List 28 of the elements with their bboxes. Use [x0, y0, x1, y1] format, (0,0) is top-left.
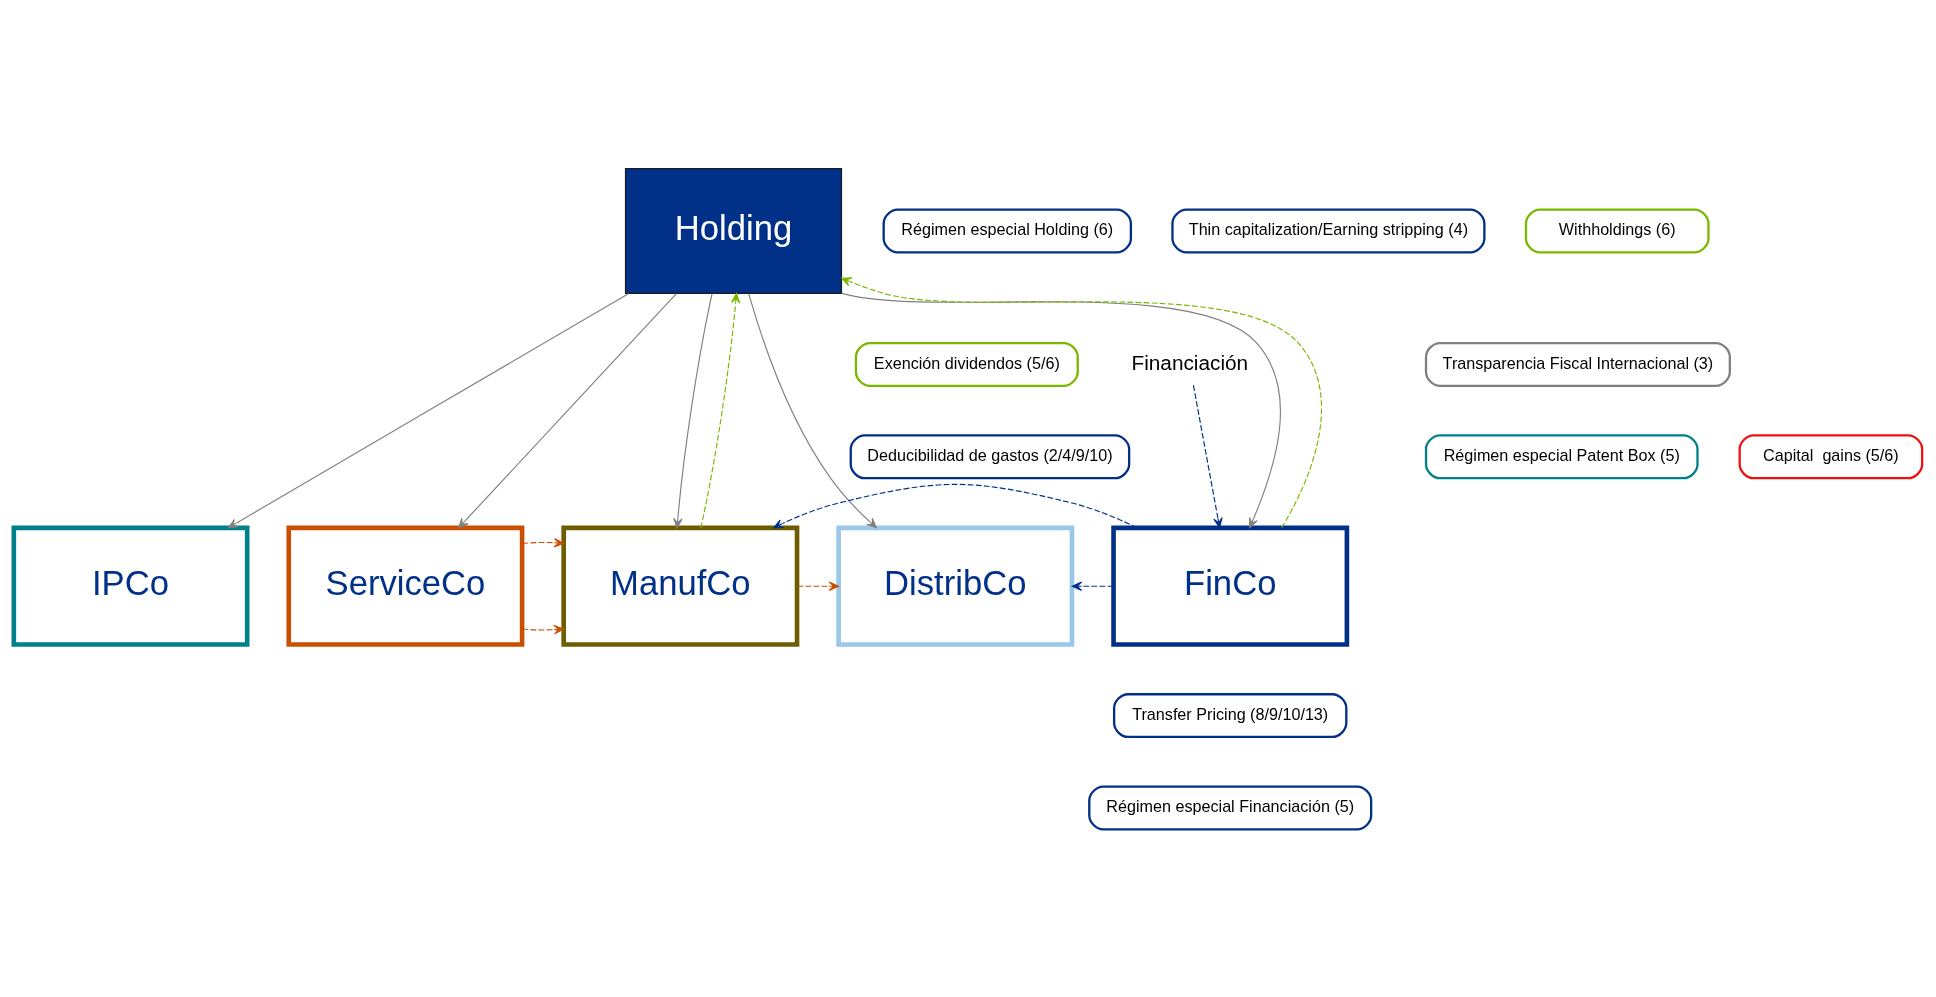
node-box: Exención dividendos (5/6) [854, 341, 1079, 387]
node-box: Transparencia Fiscal Internacional (3) [1424, 341, 1731, 387]
node-box: DistribCo [836, 525, 1075, 647]
arrow [796, 580, 840, 591]
node-box: ServiceCo [286, 525, 525, 647]
node-box: IPCo [11, 525, 250, 647]
arrow [458, 292, 677, 528]
arrow [748, 292, 877, 528]
node-box: FinCo [1111, 525, 1350, 647]
node-box: Régimen especial Patent Box (5) [1424, 433, 1699, 479]
arrow [521, 537, 565, 547]
arrow [227, 292, 630, 528]
node-box: Transfer Pricing (8/9/10/13) [1112, 692, 1348, 738]
node-box: ManufCo [561, 525, 800, 647]
node-box: Deducibilidad de gastos (2/4/9/10) [849, 433, 1131, 479]
arrow [773, 483, 1138, 528]
node-box: Holding [624, 167, 843, 294]
arrow [700, 292, 741, 528]
arrow [1192, 384, 1223, 528]
arrow [521, 624, 565, 634]
node-text: Financiación [1131, 350, 1249, 374]
node-box: Régimen especial Financiación (5) [1088, 785, 1373, 831]
node-box: Thin capitalization/Earning stripping (4) [1171, 207, 1486, 254]
node-box: Withholdings (6) [1524, 207, 1710, 254]
node-box: Régimen especial Holding (6) [882, 207, 1133, 254]
node-box: Capital gains (5/6) [1738, 433, 1924, 479]
arrow [673, 292, 713, 528]
arrow [1071, 580, 1114, 591]
